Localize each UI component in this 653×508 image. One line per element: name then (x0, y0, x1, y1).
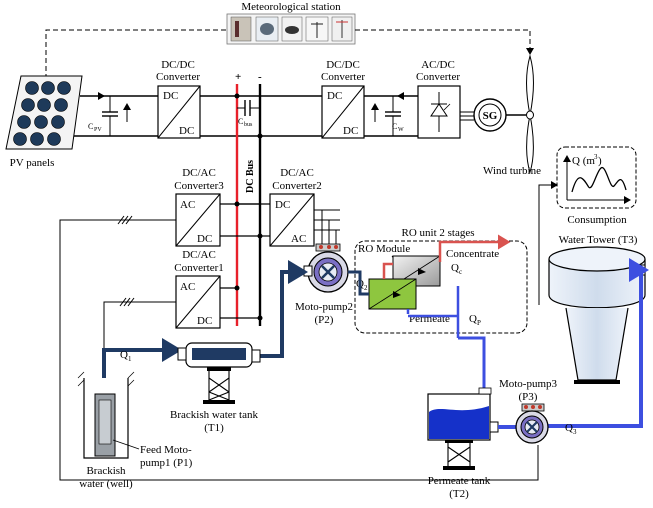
brackish-tank-label: Brackish water tank (170, 409, 258, 421)
q3-label: Q (565, 422, 573, 434)
svg-text:DC/AC: DC/AC (280, 167, 314, 179)
svg-text:-: - (258, 71, 262, 83)
permeate-tank: Permeate tank (T2) (427, 387, 499, 500)
converter3-to-pump3-line (59, 219, 539, 481)
svg-text:Converter: Converter (416, 71, 460, 83)
meteo-link-pv (42, 29, 227, 85)
svg-text:Converter1: Converter1 (174, 262, 223, 274)
svg-text:(P2): (P2) (315, 314, 334, 326)
acdc-converter: AC/DC Converter (416, 59, 461, 139)
dcdc-converter-pv: DC/DC Converter DC DC (156, 59, 201, 139)
ro-module-label: RO Module (358, 243, 410, 255)
svg-text:Converter: Converter (156, 71, 200, 83)
dcac-converter1: DC/AC Converter1 AC DC (174, 249, 263, 329)
meteorological-station: Meteorological station (226, 1, 356, 45)
svg-text:DC/DC: DC/DC (326, 59, 360, 71)
svg-text:(P3): (P3) (519, 391, 538, 403)
svg-text:Converter2: Converter2 (272, 180, 321, 192)
svg-text:DC: DC (163, 90, 178, 102)
svg-text:c: c (459, 268, 462, 276)
svg-text:pump1 (P1): pump1 (P1) (140, 457, 193, 469)
svg-text:): ) (598, 155, 602, 167)
svg-text:AC: AC (180, 281, 195, 293)
svg-text:1: 1 (128, 355, 132, 363)
pv-panels-label: PV panels (10, 157, 55, 169)
consumption-label: Consumption (567, 214, 627, 226)
dcdc-converter-wind: DC/DC Converter DC DC (321, 59, 365, 139)
svg-text:(T2): (T2) (449, 488, 469, 500)
consumption-axis-label: Q (m (572, 155, 595, 167)
sg-label: SG (483, 110, 498, 122)
pump2-to-ro-pipe (348, 270, 369, 296)
cw-label: C (392, 122, 397, 131)
moto-pump3-label: Moto-pump3 (499, 378, 558, 390)
pv-panels: PV panels (5, 75, 83, 169)
svg-text:water (well): water (well) (79, 478, 133, 490)
wind-turbine: Wind turbine (483, 54, 541, 177)
svg-text:DC: DC (343, 125, 358, 137)
sensor-icon (230, 16, 252, 42)
svg-text:DC/AC: DC/AC (182, 167, 216, 179)
svg-text:(T1): (T1) (204, 422, 224, 434)
synchronous-generator: SG (473, 98, 507, 132)
capacitor-cw: C W (371, 92, 408, 136)
svg-text:DC: DC (197, 315, 212, 327)
svg-text:+: + (235, 71, 241, 83)
cpv-label: C (88, 122, 93, 131)
feed-pump-label: Feed Moto- (140, 444, 192, 456)
svg-text:2: 2 (364, 284, 368, 292)
wind-turbine-label: Wind turbine (483, 165, 541, 177)
svg-text:Converter3: Converter3 (174, 180, 224, 192)
svg-text:DC: DC (275, 199, 290, 211)
svg-text:Converter: Converter (321, 71, 365, 83)
svg-text:bus: bus (244, 122, 253, 128)
meteo-link-wind (355, 29, 534, 55)
moto-pump2: Moto-pump2 (P2) (295, 243, 353, 326)
dcac-converter2: DC/AC Converter2 DC AC (237, 167, 340, 247)
water-tower-label: Water Tower (T3) (559, 234, 638, 246)
stage-link-pipe (382, 262, 393, 279)
svg-text:3: 3 (573, 428, 577, 436)
permeate-pipe (458, 336, 486, 395)
meteo-label: Meteorological station (241, 1, 341, 13)
qc-label: Q (451, 262, 459, 274)
tank-to-pump2-pipe (260, 260, 308, 358)
consumption-curve (571, 167, 627, 193)
svg-text:DC/DC: DC/DC (161, 59, 195, 71)
moto-pump3: Moto-pump3 (P3) Q 3 (499, 378, 577, 444)
water-tower: Water Tower (T3) (548, 234, 646, 384)
svg-text:AC/DC: AC/DC (421, 59, 455, 71)
well-label: Brackish (86, 465, 126, 477)
svg-text:AC: AC (291, 233, 306, 245)
svg-text:DC: DC (197, 233, 212, 245)
svg-text:DC: DC (179, 125, 194, 137)
consumption-chart: Q (m 3 ) Consumption (556, 146, 637, 226)
cbus-label: C (238, 117, 243, 126)
svg-text:DC/AC: DC/AC (182, 249, 216, 261)
permeate-tank-label: Permeate tank (428, 475, 491, 487)
q1-label: Q (120, 349, 128, 361)
svg-text:3: 3 (594, 153, 598, 161)
brackish-well: Brackish water (well) (77, 371, 135, 490)
svg-text:P: P (477, 319, 481, 327)
svg-text:PV: PV (94, 127, 102, 133)
capacitor-cpv: C PV (88, 92, 131, 136)
brackish-water-tank: Brackish water tank (T1) (170, 342, 261, 434)
ro-unit-label: RO unit 2 stages (401, 227, 474, 239)
svg-text:AC: AC (180, 199, 195, 211)
consumption-link (538, 181, 558, 305)
dcac-converter3: DC/AC Converter3 AC DC (174, 167, 263, 247)
dc-bus-label: DC Bus (245, 160, 256, 193)
svg-text:W: W (398, 127, 404, 133)
concentrate-pipe (438, 234, 511, 262)
moto-pump2-label: Moto-pump2 (295, 301, 353, 313)
svg-text:DC: DC (327, 90, 342, 102)
qp-label: Q (469, 313, 477, 325)
concentrate-label: Concentrate (446, 248, 499, 260)
